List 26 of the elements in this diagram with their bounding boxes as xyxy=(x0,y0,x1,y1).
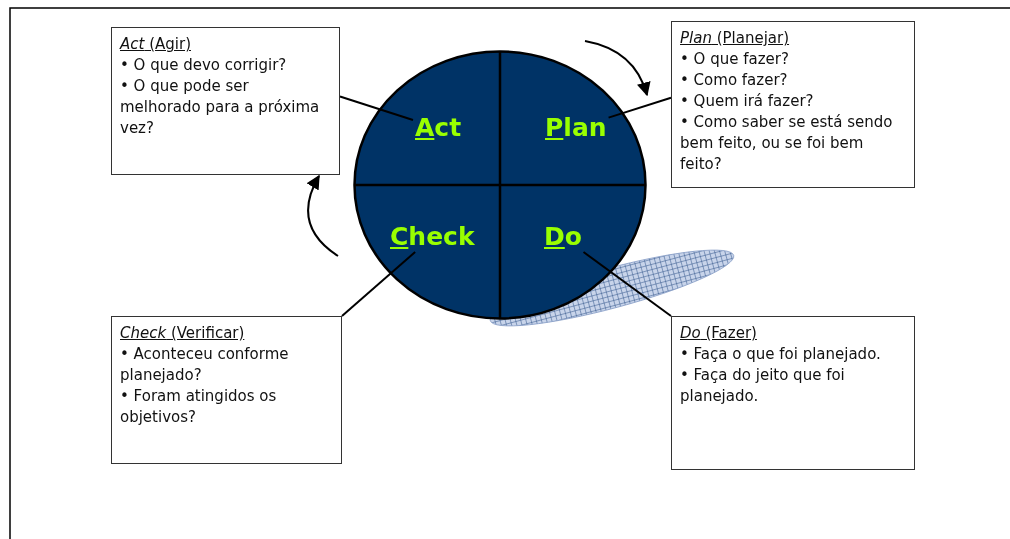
bullet-item: • O que fazer? xyxy=(680,49,790,70)
text-box xyxy=(111,316,342,464)
bullet-item: • Foram atingidos os objetivos? xyxy=(120,386,278,428)
quadrant-label: Do xyxy=(542,222,584,252)
bullet-item: • O que pode ser melhorado para a próxima vez? xyxy=(120,76,321,139)
bullet-item: • O que devo corrigir? xyxy=(120,55,288,76)
leader-line xyxy=(341,251,417,317)
text-box xyxy=(111,27,340,175)
quadrant-label: Plan xyxy=(543,113,609,143)
box-heading: Act (Agir) xyxy=(120,34,192,55)
box-heading: Check (Verificar) xyxy=(120,323,246,344)
leader-line xyxy=(607,96,672,119)
quadrant-label: Act xyxy=(413,113,464,143)
bullet-item: • Quem irá fazer? xyxy=(680,91,815,112)
bullet-item: • Aconteceu conforme planejado? xyxy=(120,344,290,386)
bullet-item: • Como saber se está sendo bem feito, ou se foi bem feito? xyxy=(680,112,894,175)
quadrant-label: Check xyxy=(388,222,477,252)
text-box xyxy=(671,316,915,470)
text-box xyxy=(671,21,915,188)
bullet-item: • Faça do jeito que foi planejado. xyxy=(680,365,846,407)
leader-line xyxy=(339,95,414,121)
bullet-item: • Faça o que foi planejado. xyxy=(680,344,882,365)
box-heading: Do (Fazer) xyxy=(680,323,758,344)
box-heading: Plan (Planejar) xyxy=(680,28,791,49)
bullet-item: • Como fazer? xyxy=(680,70,789,91)
leader-line xyxy=(582,251,672,317)
